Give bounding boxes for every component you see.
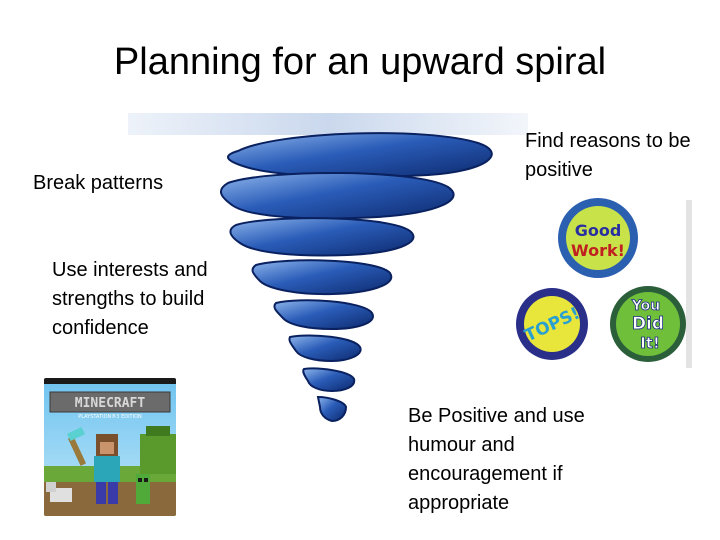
minecraft-cover-image: MINECRAFT PLAYSTATION®3 EDITION [44, 378, 176, 516]
find-reasons-text: Find reasons to be positive [525, 130, 691, 181]
you-did-it-line3: It! [640, 334, 660, 352]
spiral-image [128, 113, 528, 423]
you-did-it-line2: Did [632, 314, 664, 334]
good-work-line1: Good [575, 221, 622, 240]
reward-stickers-image: Good Work! TOPS! You Did It! [516, 198, 692, 368]
good-work-badge: Good Work! [558, 198, 638, 278]
be-positive-text: Be Positive and use humour and encourage… [408, 405, 585, 514]
minecraft-edition: PLAYSTATION®3 EDITION [78, 413, 142, 420]
good-work-line2: Work! [571, 241, 625, 260]
you-did-it-badge: You Did It! [610, 286, 686, 362]
use-interests-text: Use interests and strengths to build con… [52, 259, 208, 339]
tops-badge: TOPS! [516, 288, 588, 360]
break-patterns-text: Break patterns [33, 172, 164, 194]
you-did-it-line1: You [631, 298, 660, 314]
minecraft-logo: MINECRAFT [75, 396, 146, 411]
slide-title: Planning for an upward spiral [113, 41, 607, 83]
